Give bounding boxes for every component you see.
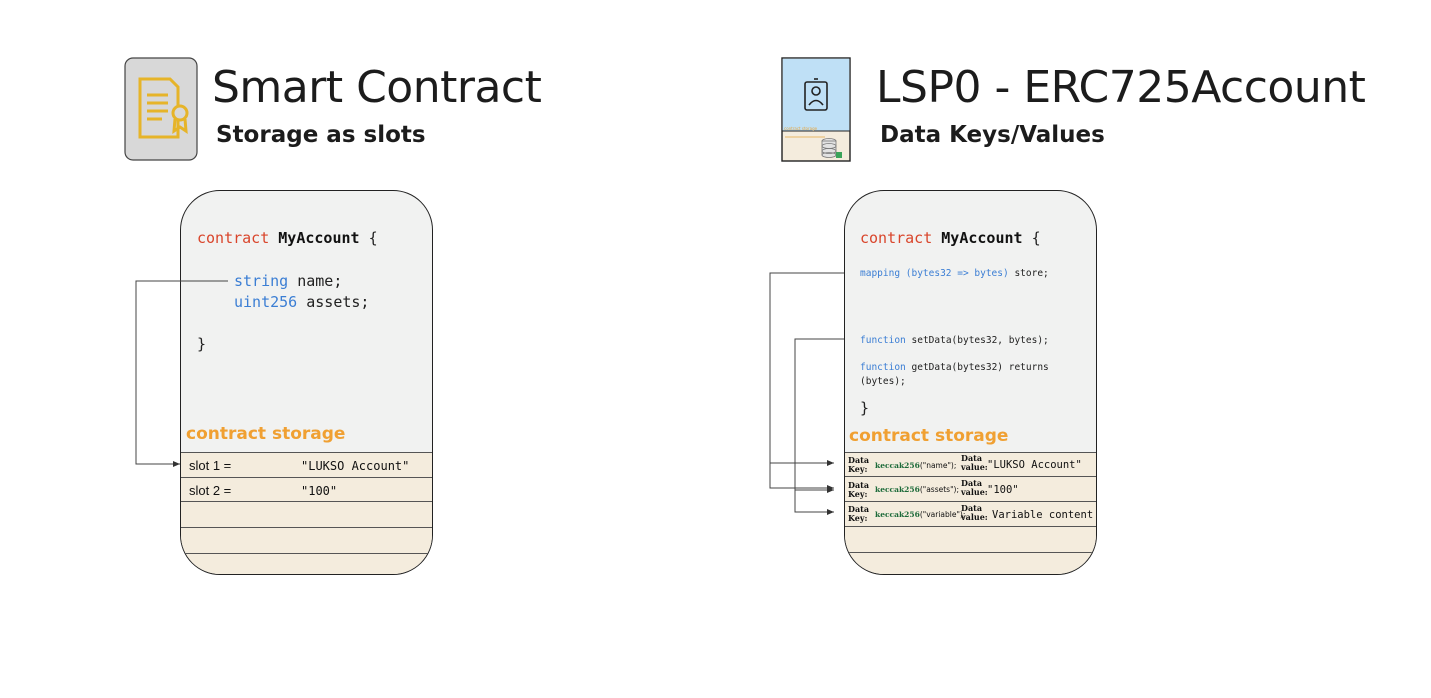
left-title: Smart Contract (212, 62, 542, 113)
table-row: slot 1 = "LUKSO Account" (181, 452, 432, 477)
left-storage-table: slot 1 = "LUKSO Account" slot 2 = "100" (181, 452, 432, 574)
right-storage-label: contract storage (849, 426, 1009, 446)
table-row: slot 2 = "100" (181, 477, 432, 502)
smart-contract-icon (124, 57, 198, 161)
left-subtitle: Storage as slots (216, 122, 426, 148)
get-data-line-2: (bytes); (860, 376, 906, 387)
table-row (181, 501, 432, 528)
set-data-signature: setData(bytes32, bytes); (911, 335, 1049, 346)
table-row (845, 552, 1096, 574)
mapping-to-assets-key-arrow (769, 463, 834, 491)
mapping-line: mapping (bytes32 => bytes) store; (860, 268, 1049, 279)
slot-value: "100" (301, 484, 338, 498)
mapping-keyword: mapping (bytes32 => bytes) (860, 268, 1009, 279)
data-value: "LUKSO Account" (987, 459, 1082, 471)
icon-caption: contract storage (784, 126, 818, 131)
left-contract-declaration: contract MyAccount { (197, 229, 378, 247)
field-name: name; (297, 272, 343, 290)
right-contract-card: contract MyAccount { mapping (bytes32 =>… (844, 190, 1097, 575)
function-keyword: function (860, 362, 906, 373)
account-badge-database-icon (781, 57, 851, 162)
data-value: Variable content (992, 509, 1094, 521)
right-subtitle: Data Keys/Values (880, 122, 1105, 148)
contract-keyword: contract (197, 229, 270, 247)
data-value: "100" (987, 484, 1019, 496)
mapping-rest: store; (1014, 268, 1049, 279)
data-key-expression: keccak256("assets"); (875, 485, 959, 494)
left-contract-card: contract MyAccount { string name; uint25… (180, 190, 433, 575)
get-data-signature: getData(bytes32) returns (911, 362, 1049, 373)
left-field-name: string name; (234, 272, 342, 290)
data-key-expression: keccak256("name"); (875, 461, 957, 470)
table-row (181, 553, 432, 574)
certificate-document-icon (124, 57, 198, 161)
slot-key: slot 1 = (189, 458, 232, 473)
contract-name: MyAccount (278, 229, 360, 247)
close-brace: } (860, 399, 870, 417)
mapping-to-name-key-arrow (769, 272, 844, 466)
open-brace: { (1031, 229, 1041, 247)
left-field-assets: uint256 assets; (234, 293, 369, 311)
lsp0-icon: contract storage (781, 57, 851, 162)
field-type: string (234, 272, 289, 290)
right-title: LSP0 - ERC725Account (876, 62, 1366, 113)
close-brace: } (197, 335, 207, 353)
right-contract-declaration: contract MyAccount { (860, 229, 1041, 247)
field-name: assets; (306, 293, 370, 311)
setdata-to-assets-key-arrow (794, 338, 844, 493)
set-data-line: function setData(bytes32, bytes); (860, 335, 1049, 346)
setdata-to-variable-key-arrow (794, 490, 834, 515)
contract-keyword: contract (860, 229, 933, 247)
slot-key: slot 2 = (189, 483, 232, 498)
contract-name: MyAccount (941, 229, 1023, 247)
open-brace: { (368, 229, 378, 247)
field-type: uint256 (234, 293, 298, 311)
data-key-expression: keccak256("variable"); (875, 510, 966, 519)
table-row (181, 527, 432, 554)
get-data-line: function getData(bytes32) returns (860, 362, 1049, 373)
left-field-to-slot-arrow (135, 280, 228, 467)
function-keyword: function (860, 335, 906, 346)
table-row (845, 526, 1096, 553)
slot-value: "LUKSO Account" (301, 459, 410, 473)
left-storage-label: contract storage (186, 424, 346, 444)
